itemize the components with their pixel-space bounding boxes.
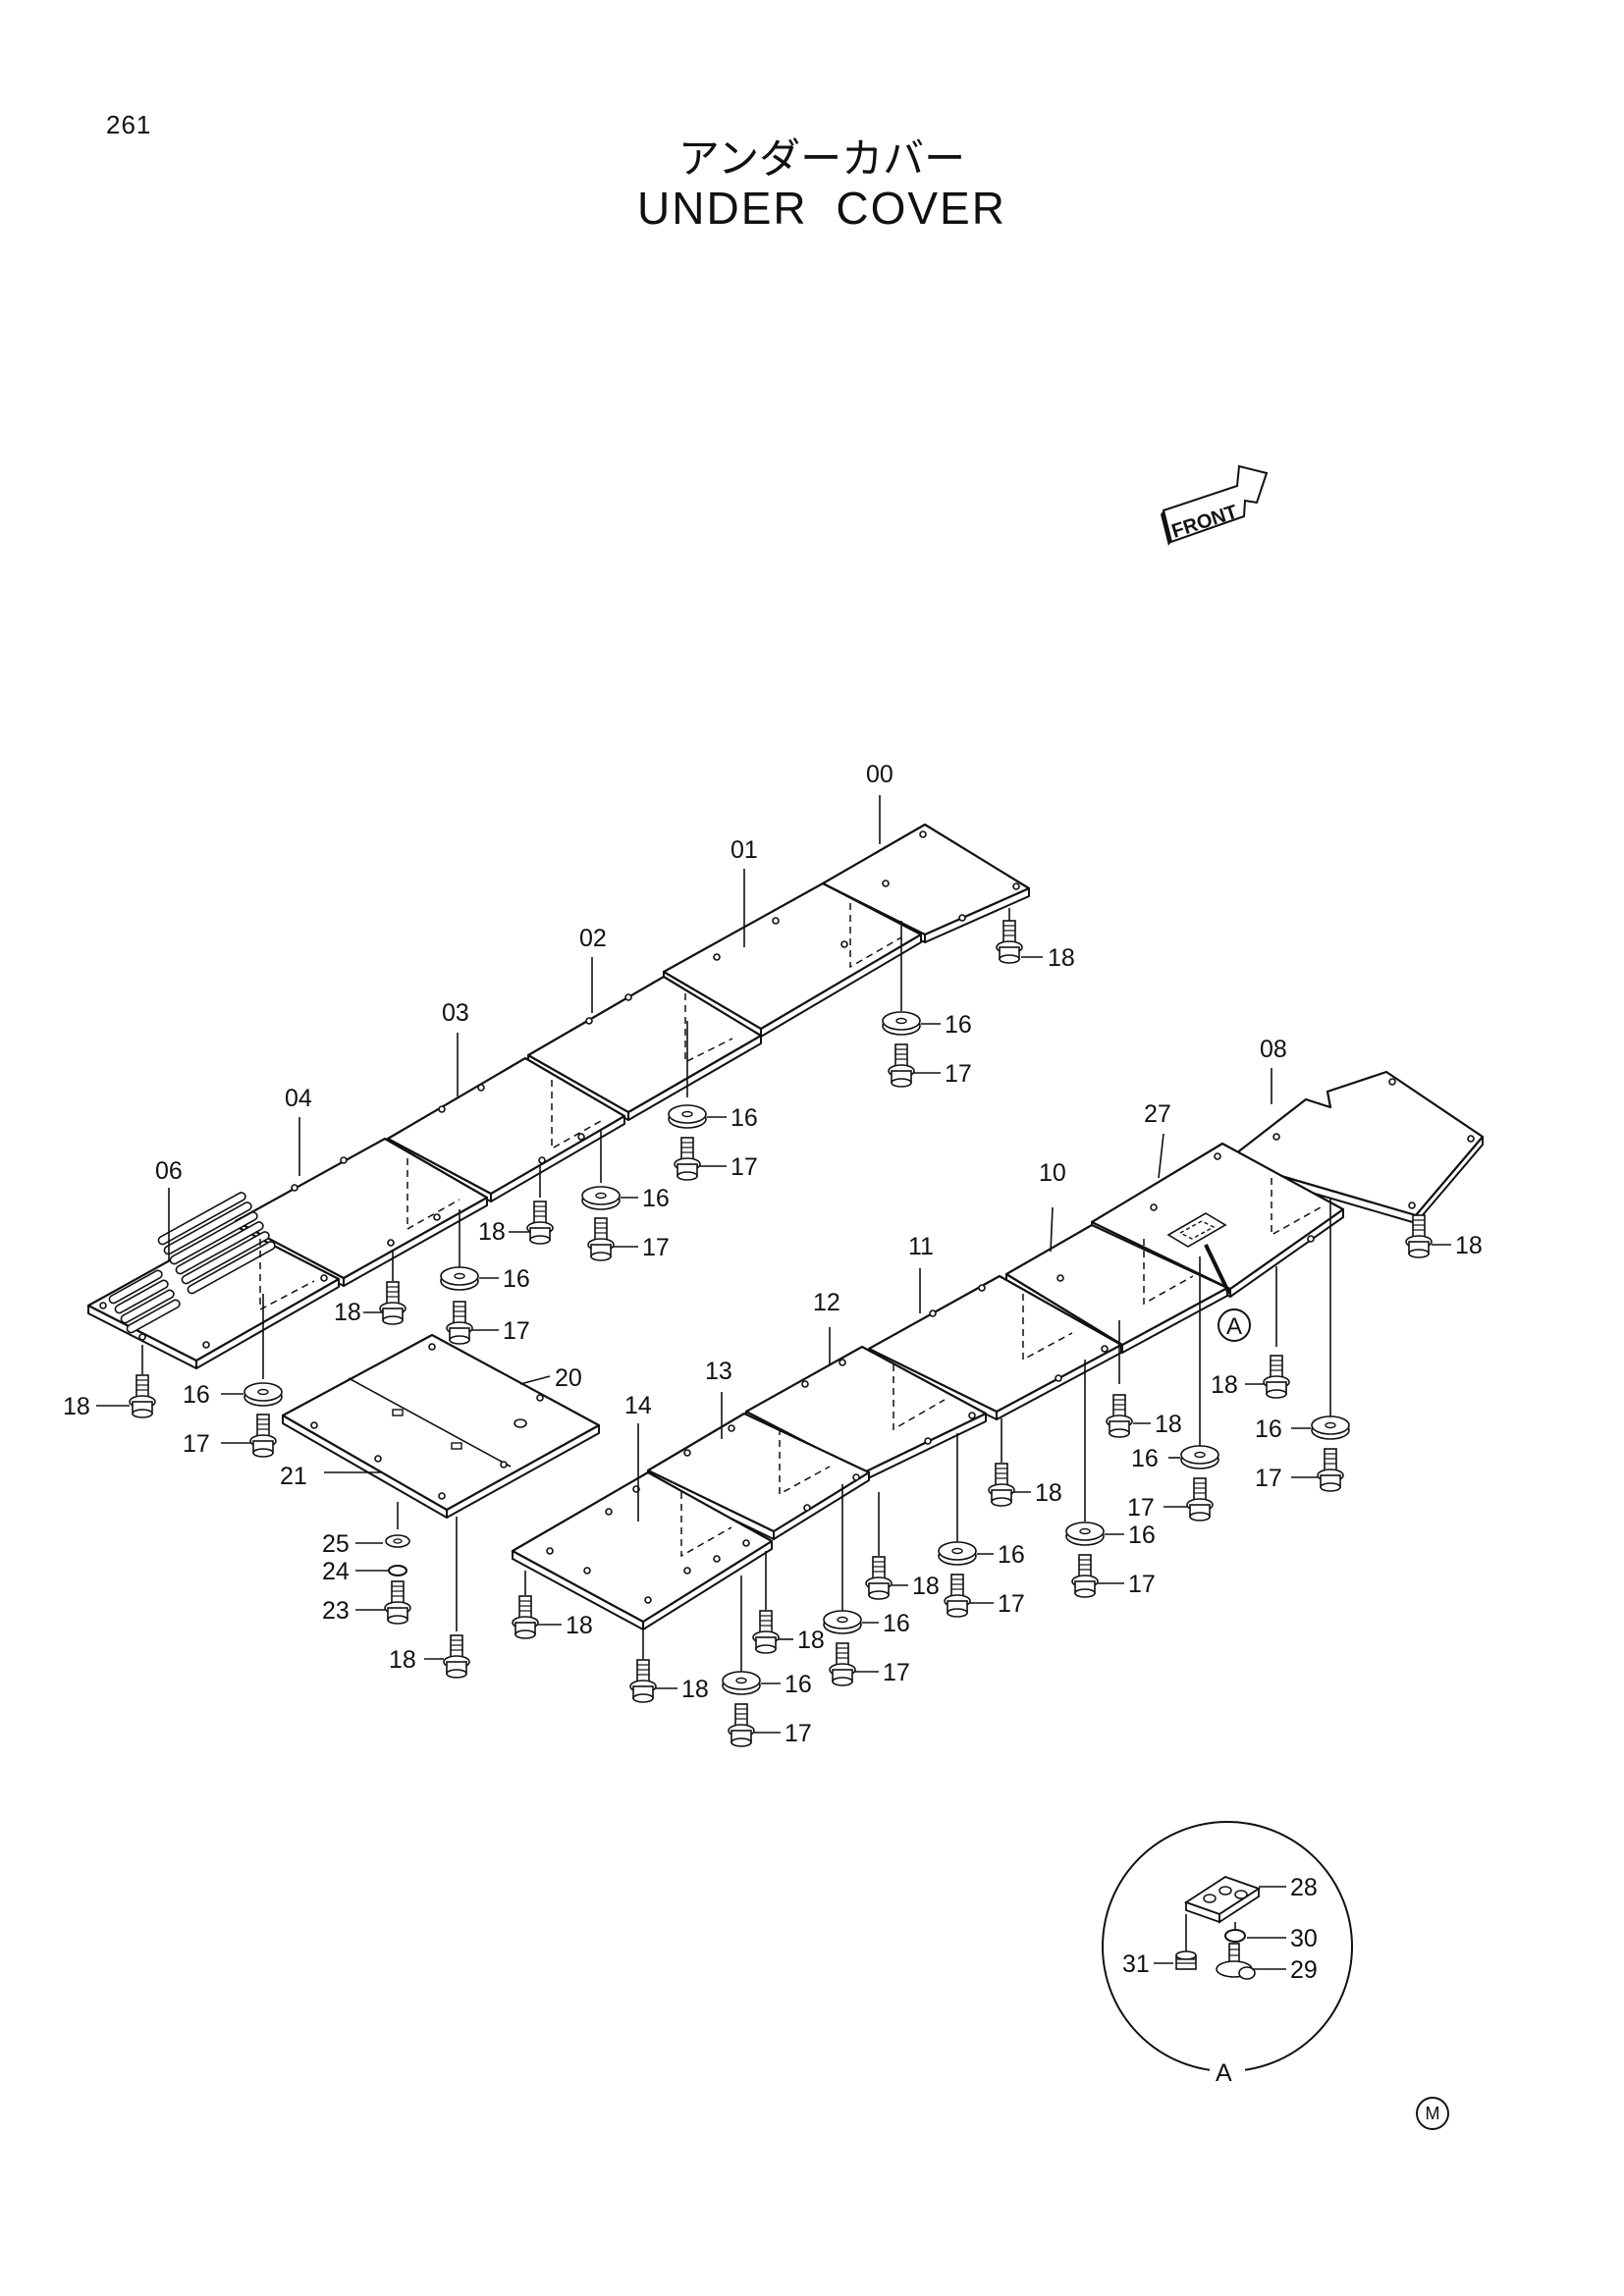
label-17: 17 [1255,1465,1282,1492]
label-11: 11 [908,1233,934,1260]
label-17: 17 [998,1590,1025,1618]
label-17: 17 [731,1153,758,1181]
label-31: 31 [1122,1950,1150,1978]
label-leaders [96,956,1451,1734]
label-23: 23 [322,1597,350,1625]
label-17: 17 [503,1317,530,1345]
label-17: 17 [183,1430,210,1458]
label-16: 16 [183,1381,210,1409]
label-16: 16 [503,1265,530,1293]
label-18: 18 [1455,1232,1483,1259]
label-18: 18 [1048,944,1075,972]
label-16: 16 [945,1011,972,1039]
label-18: 18 [912,1573,940,1600]
plate-20-21 [281,1333,601,1519]
label-17: 17 [642,1234,670,1261]
label-17: 17 [945,1060,972,1088]
page-number: 261 [106,110,152,139]
label-16: 16 [883,1610,910,1637]
label-24: 24 [322,1558,350,1585]
label-16: 16 [1255,1415,1282,1443]
callout-a-label: A [1226,1313,1242,1340]
label-27: 27 [1144,1100,1171,1128]
label-21: 21 [280,1463,307,1490]
callout-a: A [1218,1308,1251,1342]
label-16: 16 [1131,1445,1159,1472]
leader-lines [141,795,1420,1674]
label-18: 18 [389,1646,416,1674]
hidden-brackets [259,903,1322,1558]
label-03: 03 [442,999,469,1027]
label-29: 29 [1290,1956,1318,1984]
label-00: 00 [866,761,893,788]
label-04: 04 [285,1085,312,1112]
label-08: 08 [1260,1036,1287,1063]
label-16: 16 [731,1104,758,1132]
label-18: 18 [1035,1479,1062,1507]
plate-14 [511,1470,774,1630]
fasteners [129,920,1433,1747]
registered-mark-icon: M [1416,2097,1449,2130]
label-17: 17 [883,1659,910,1686]
label-10: 10 [1039,1159,1066,1187]
label-28: 28 [1290,1874,1318,1901]
plate-06-vented [86,1192,341,1369]
label-02: 02 [579,925,607,952]
label-17: 17 [1128,1571,1156,1598]
label-17: 17 [785,1720,812,1747]
label-18: 18 [566,1612,593,1639]
label-20: 20 [555,1364,582,1392]
label-14: 14 [624,1392,652,1419]
label-18: 18 [63,1393,90,1420]
label-16: 16 [998,1541,1025,1569]
label-25: 25 [322,1530,350,1558]
label-18: 18 [1155,1411,1182,1438]
label-30: 30 [1290,1925,1318,1952]
label-13: 13 [705,1358,732,1385]
page-title-japanese: アンダーカバー [677,134,966,183]
part-labels: 00 01 02 03 04 06 08 27 10 11 12 13 14 2… [63,761,1483,1747]
front-direction-arrow-icon: FRONT [1161,464,1269,546]
label-16: 16 [785,1671,812,1698]
label-01: 01 [731,836,758,864]
label-17: 17 [1127,1494,1155,1522]
label-18: 18 [681,1676,709,1703]
label-18: 18 [478,1218,506,1246]
plate-13 [646,1412,871,1540]
label-12: 12 [813,1289,840,1316]
detail-view-label: A [1216,2059,1232,2087]
detail-view-a: A 28 30 29 31 [1102,1821,1353,2091]
label-18: 18 [1211,1371,1238,1399]
label-16: 16 [1128,1522,1156,1549]
page-title-english: UNDER COVER [637,183,1006,234]
label-18: 18 [797,1627,825,1654]
label-16: 16 [642,1185,670,1212]
label-06: 06 [155,1157,183,1185]
label-18: 18 [334,1299,361,1326]
